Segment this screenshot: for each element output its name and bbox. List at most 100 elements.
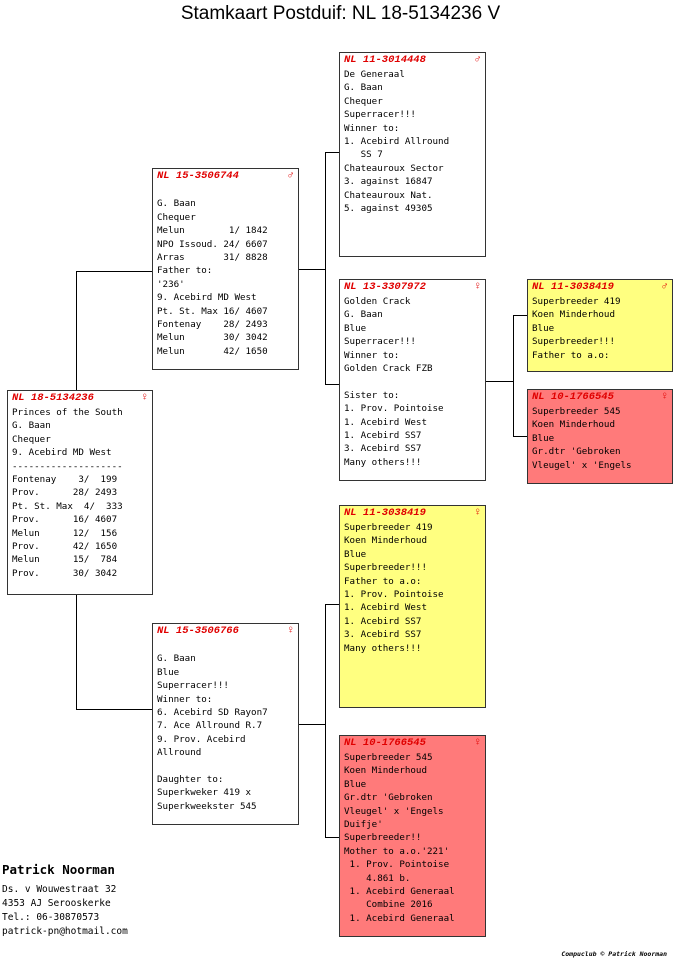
pigeon-detail-line: Chequer (12, 433, 51, 445)
pigeon-detail-line: SS 7 (344, 149, 383, 161)
pigeon-detail-line: Gr.dtr 'Gebroken (344, 792, 433, 804)
pigeon-detail-line: Superkweker 419 x (157, 787, 252, 799)
owner-address-line: Ds. v Wouwestraat 32 (2, 884, 117, 895)
ring-number-header: NL 15-3506744♂ (157, 170, 294, 184)
female-icon: ♀ (661, 391, 668, 403)
pigeon-detail-line: Many others!!! (344, 642, 422, 654)
pigeon-detail-line: Koen Minderhoud (344, 765, 427, 777)
pigeon-detail-line: 7. Ace Allround R.7 (157, 720, 263, 732)
pigeon-detail-line: NPO Issoud. 24/ 6607 (157, 238, 268, 250)
pigeon-detail-line: Superbreeder 419 (344, 522, 433, 533)
ring-number: NL 13-3307972 (344, 281, 426, 293)
connector-line (298, 269, 326, 270)
male-icon: ♂ (474, 54, 481, 66)
pigeon-detail-line: Winner to: (344, 349, 400, 361)
pigeon-detail-line: Blue (532, 322, 555, 334)
pigeon-detail-line: Gr.dtr 'Gebroken (532, 446, 621, 458)
pigeon-detail-line: G. Baan (344, 82, 383, 94)
pigeon-detail-line: 9. Prov. Acebird (157, 733, 246, 745)
pigeon-detail-line: Daughter to: (157, 774, 224, 786)
connector-line (298, 724, 326, 725)
pigeon-detail-line (157, 184, 294, 197)
owner-address-line: 4353 AJ Serooskerke (2, 898, 111, 909)
page-title: Stamkaart Postduif: NL 18-5134236 V (180, 3, 501, 24)
connector-line (76, 271, 153, 272)
pigeon-detail-line: Duifje' (344, 819, 383, 831)
pigeon-detail-line (157, 760, 294, 773)
pigeon-detail-line: 1. Prov. Pointoise (344, 403, 444, 415)
owner-block: Patrick Noorman Ds. v Wouwestraat 32 435… (2, 862, 128, 939)
connector-line (76, 271, 77, 391)
owner-email[interactable]: patrick-pn@hotmail.com (2, 926, 128, 937)
pigeon-detail-line: Princes of the South (12, 407, 123, 418)
pigeon-detail-line: G. Baan (157, 653, 196, 665)
connector-line (325, 604, 326, 838)
pigeon-detail-line: Superbreeder 545 (532, 406, 621, 417)
pigeon-detail-line: Koen Minderhoud (532, 419, 615, 431)
ring-number-header: NL 13-3307972♀ (344, 281, 481, 295)
pigeon-detail-line: 1. Acebird SS7 (344, 615, 422, 627)
pigeon-detail-line: Koen Minderhoud (532, 309, 615, 321)
pigeon-detail-line: Vleugel' x 'Engels (532, 459, 632, 471)
ring-number: NL 18-5134236 (12, 392, 94, 404)
pigeon-detail-line: Melun 15/ 784 (12, 554, 118, 566)
pigeon-detail-line: Fontenay 3/ 199 (12, 474, 118, 486)
ring-number: NL 10-1766545 (344, 737, 426, 749)
pigeon-detail-line: Blue (344, 548, 367, 560)
ring-number: NL 11-3038419 (344, 507, 426, 519)
pigeon-detail-line: G. Baan (344, 309, 383, 321)
pigeon-detail-line: Blue (344, 778, 367, 790)
pigeon-detail-line: 1. Acebird Generaal (344, 912, 455, 924)
connector-line (513, 315, 514, 437)
pigeon-detail-line: Combine 2016 (344, 899, 433, 911)
pigeon-detail-line: -------------------- (12, 460, 123, 472)
pigeon-detail-line: Prov. 28/ 2493 (12, 487, 118, 499)
pigeon-detail-line: Superbreeder 419 (532, 296, 621, 307)
pigeon-detail-line: Melun 1/ 1842 (157, 225, 268, 237)
pigeon-detail-line: Melun 30/ 3042 (157, 332, 268, 344)
pigeon-detail-line: Winner to: (344, 122, 400, 134)
pigeon-detail-line: G. Baan (12, 420, 51, 432)
pigeon-detail-line: Golden Crack FZB (344, 363, 433, 375)
ring-number: NL 11-3014448 (344, 54, 426, 66)
pigeon-detail-line: Arras 31/ 8828 (157, 252, 268, 264)
ring-number-header: NL 11-3014448 ♂ (344, 54, 481, 68)
pigeon-detail-line: Father to: (157, 265, 213, 277)
pigeon-detail-line: Chequer (344, 95, 383, 107)
female-icon: ♀ (474, 507, 481, 519)
pigeon-detail-line: Father to a.o: (532, 349, 610, 361)
male-icon: ♂ (287, 170, 294, 182)
pigeon-detail-line: 1. Acebird West (344, 416, 427, 428)
connector-line (76, 709, 153, 710)
pigeon-detail-line: 9. Acebird MD West (157, 292, 257, 304)
connector-line (325, 152, 326, 385)
pigeon-detail-line: Many others!!! (344, 456, 422, 468)
connector-line (513, 436, 527, 437)
pigeon-detail-line: Superracer!!! (344, 109, 416, 121)
pigeon-detail-line: '236' (157, 278, 185, 290)
ring-number: NL 15-3506766 (157, 625, 239, 637)
pigeon-detail-line: Prov. 42/ 1650 (12, 541, 118, 553)
pigeon-detail-line: Chateauroux Nat. (344, 189, 433, 201)
pigeon-detail-line: Koen Minderhoud (344, 535, 427, 547)
pigeon-detail-line: 1. Acebird Allround (344, 136, 450, 148)
pigeon-detail-line: Fontenay 28/ 2493 (157, 319, 268, 331)
pigeon-detail-line (344, 375, 481, 388)
pigeon-detail-line: 1. Acebird West (344, 602, 427, 614)
pigeon-detail-line: Superbreeder!!! (344, 562, 427, 574)
pigeon-detail-line: 1. Acebird SS7 (344, 430, 422, 442)
software-credit: Compuclub © Patrick Noorman (561, 950, 667, 958)
pigeon-detail-line: 9. Acebird MD West (12, 447, 112, 459)
